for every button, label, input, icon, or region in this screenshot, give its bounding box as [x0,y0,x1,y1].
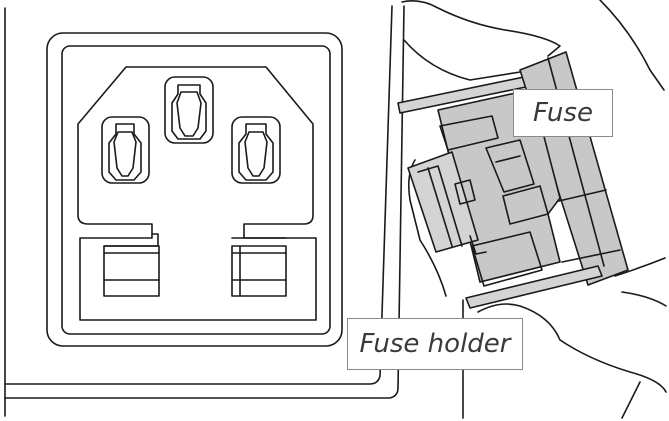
fuse-drawer-slots [103,233,287,297]
fuse-holder-assembly [397,51,629,309]
fuse-label: Fuse [513,89,613,137]
socket-pins [101,76,281,184]
fuse-holder-label: Fuse holder [347,318,523,370]
power-inlet [46,32,343,347]
device-panel [4,5,405,417]
